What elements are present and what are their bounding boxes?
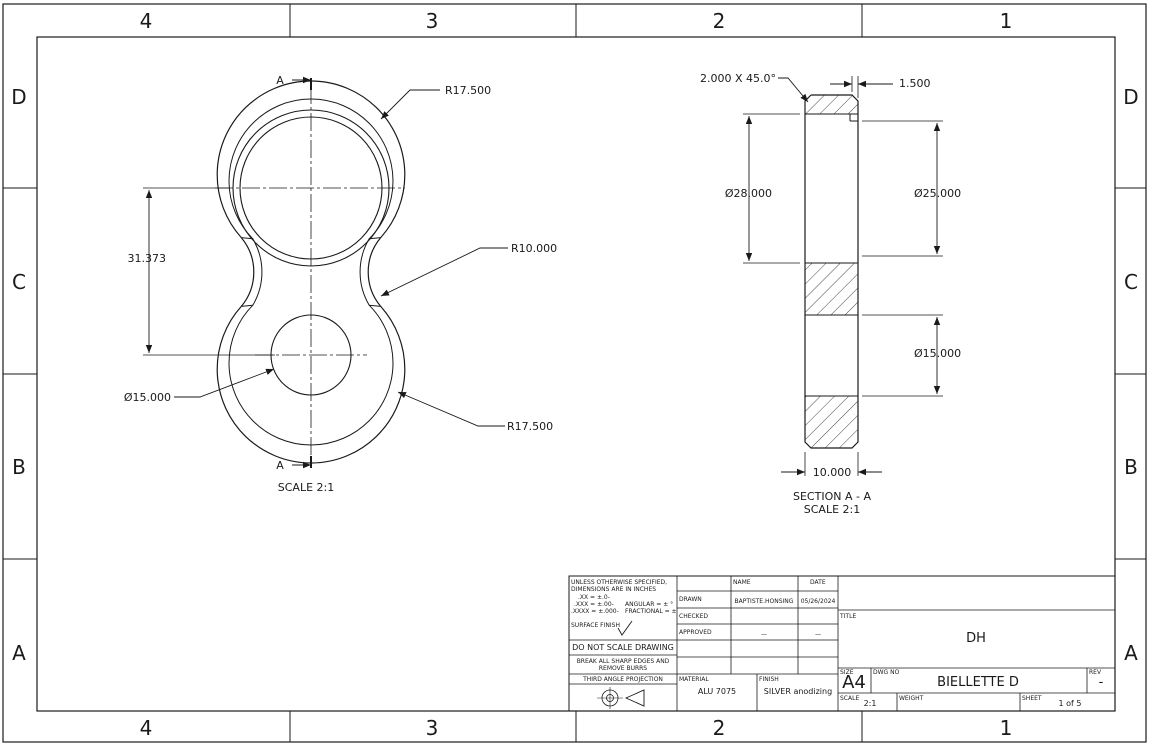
- scale-label: SCALE: [840, 695, 859, 702]
- header-name: NAME: [733, 579, 751, 586]
- row-drawn: DRAWN: [679, 596, 702, 603]
- note-fractional: FRACTIONAL = ±: [625, 608, 677, 615]
- dim-center-distance: 31.373: [128, 252, 167, 265]
- size-value: A4: [842, 672, 866, 693]
- dim-r-bottom: R17.500: [507, 420, 553, 433]
- dim-top-width: 1.500: [899, 77, 931, 90]
- dwg-no-value: BIELLETTE D: [937, 675, 1019, 690]
- section-view-labels: 2.000 X 45.0° 1.500 Ø28.000 Ø25.000 Ø15.…: [700, 72, 961, 516]
- drawn-date: 05/26/2024: [801, 598, 836, 605]
- zone-labels: 4 3 2 1 4 3 2 1 D C B A D C B A: [11, 9, 1138, 740]
- front-view-labels: A A R17.500 R10.000 R17.500 31.373 Ø15.0…: [124, 74, 557, 494]
- row-checked: CHECKED: [679, 613, 708, 620]
- zone-col-1-bottom: 1: [1000, 716, 1013, 740]
- note-break-edges-1: BREAK ALL SHARP EDGES AND: [577, 658, 670, 665]
- note-do-not-scale: DO NOT SCALE DRAWING: [572, 643, 674, 652]
- row-approved: APPROVED: [679, 629, 712, 636]
- section-view-title: SECTION A - A: [793, 490, 871, 503]
- material-value: ALU 7075: [698, 687, 736, 696]
- note-tol-xxx: .XXX = ±.00-: [574, 601, 614, 608]
- finish-value: SILVER anodizing: [764, 687, 832, 696]
- section-marker-top: A: [276, 74, 284, 87]
- zone-col-4-top: 4: [140, 9, 153, 33]
- zone-col-3-bottom: 3: [426, 716, 439, 740]
- dim-r-top: R17.500: [445, 84, 491, 97]
- zone-col-3-top: 3: [426, 9, 439, 33]
- zone-col-2-top: 2: [713, 9, 726, 33]
- approved-date: —: [815, 631, 821, 638]
- scale-value: 2:1: [864, 699, 877, 708]
- zone-row-a-left: A: [12, 641, 26, 665]
- zone-col-4-bottom: 4: [140, 716, 153, 740]
- title-block: [568, 575, 1116, 712]
- material-label: MATERIAL: [679, 676, 709, 683]
- dim-r-mid: R10.000: [511, 242, 557, 255]
- sheet-value: 1 of 5: [1059, 699, 1082, 708]
- dwg-no-label: DWG NO: [873, 669, 900, 676]
- rev-value: -: [1099, 675, 1104, 690]
- section-marker-bottom: A: [276, 459, 284, 472]
- title-block-labels: UNLESS OTHERWISE SPECIFIED, DIMENSIONS A…: [571, 579, 1104, 708]
- zone-row-b-left: B: [12, 455, 26, 479]
- title-value: DH: [966, 631, 986, 646]
- zone-row-d-left: D: [11, 85, 26, 109]
- approved-name: —: [761, 631, 767, 638]
- rev-label: REV: [1089, 669, 1102, 676]
- dim-thickness: 10.000: [813, 466, 852, 479]
- dim-front-hole-dia: Ø15.000: [124, 391, 171, 404]
- note-dimensions: DIMENSIONS ARE IN INCHES: [571, 586, 656, 593]
- front-view: [143, 76, 508, 469]
- note-break-edges-2: REMOVE BURRS: [599, 665, 647, 672]
- note-projection: THIRD ANGLE PROJECTION: [582, 676, 663, 683]
- header-date: DATE: [810, 579, 826, 586]
- dim-inner-dia: Ø25.000: [914, 187, 961, 200]
- note-surface-finish: SURFACE FINISH: [571, 622, 620, 629]
- note-tol-xxxx: .XXXX = ±.000-: [571, 608, 619, 615]
- note-angular: ANGULAR = ± °: [625, 601, 673, 608]
- zone-row-c-right: C: [1124, 270, 1138, 294]
- note-tol-xx: .XX = ±.0-: [578, 594, 610, 601]
- note-unless: UNLESS OTHERWISE SPECIFIED,: [571, 579, 667, 586]
- drawn-name: BAPTISTE.HONSING: [735, 598, 794, 605]
- section-view-scale: SCALE 2:1: [804, 503, 860, 516]
- sheet-label: SHEET: [1022, 695, 1042, 702]
- zone-row-d-right: D: [1123, 85, 1138, 109]
- front-view-scale: SCALE 2:1: [278, 481, 334, 494]
- finish-label: FINISH: [759, 676, 779, 683]
- zone-row-a-right: A: [1124, 641, 1138, 665]
- title-label: TITLE: [839, 613, 856, 620]
- weight-label: WEIGHT: [899, 695, 924, 702]
- dim-outer-dia: Ø28.000: [725, 187, 772, 200]
- dim-section-hole-dia: Ø15.000: [914, 347, 961, 360]
- dim-chamfer: 2.000 X 45.0°: [700, 72, 776, 85]
- zone-col-2-bottom: 2: [713, 716, 726, 740]
- size-label: SIZE: [840, 669, 854, 676]
- zone-col-1-top: 1: [1000, 9, 1013, 33]
- zone-row-b-right: B: [1124, 455, 1138, 479]
- section-view: [743, 76, 943, 476]
- zone-row-c-left: C: [12, 270, 26, 294]
